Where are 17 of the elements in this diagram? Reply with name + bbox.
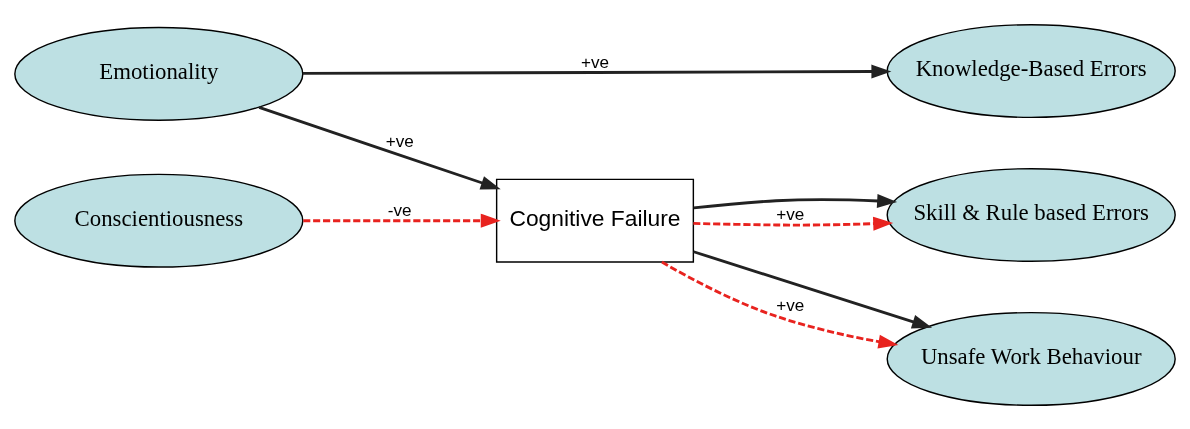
node-ellipse: Emotionality: [14, 26, 304, 121]
edge-label: +ve: [776, 295, 805, 315]
node-ellipse: Knowledge-Based Errors: [886, 23, 1176, 118]
edge-label: -ve: [387, 200, 412, 220]
node-ellipse: Conscientiousness: [14, 173, 304, 268]
edge-label: +ve: [385, 131, 414, 151]
arrow: [693, 193, 898, 209]
node-ellipse: Skill & Rule based Errors: [886, 167, 1176, 262]
arrow: [693, 249, 933, 328]
arrow: [303, 213, 501, 228]
edge-label: +ve: [580, 52, 610, 72]
arrow: [258, 105, 501, 189]
arrow: [693, 216, 894, 231]
arrow: [661, 260, 899, 349]
edge-label: +ve: [776, 204, 805, 224]
node-box: Cognitive Failure: [495, 178, 695, 263]
arrow: [302, 64, 892, 79]
